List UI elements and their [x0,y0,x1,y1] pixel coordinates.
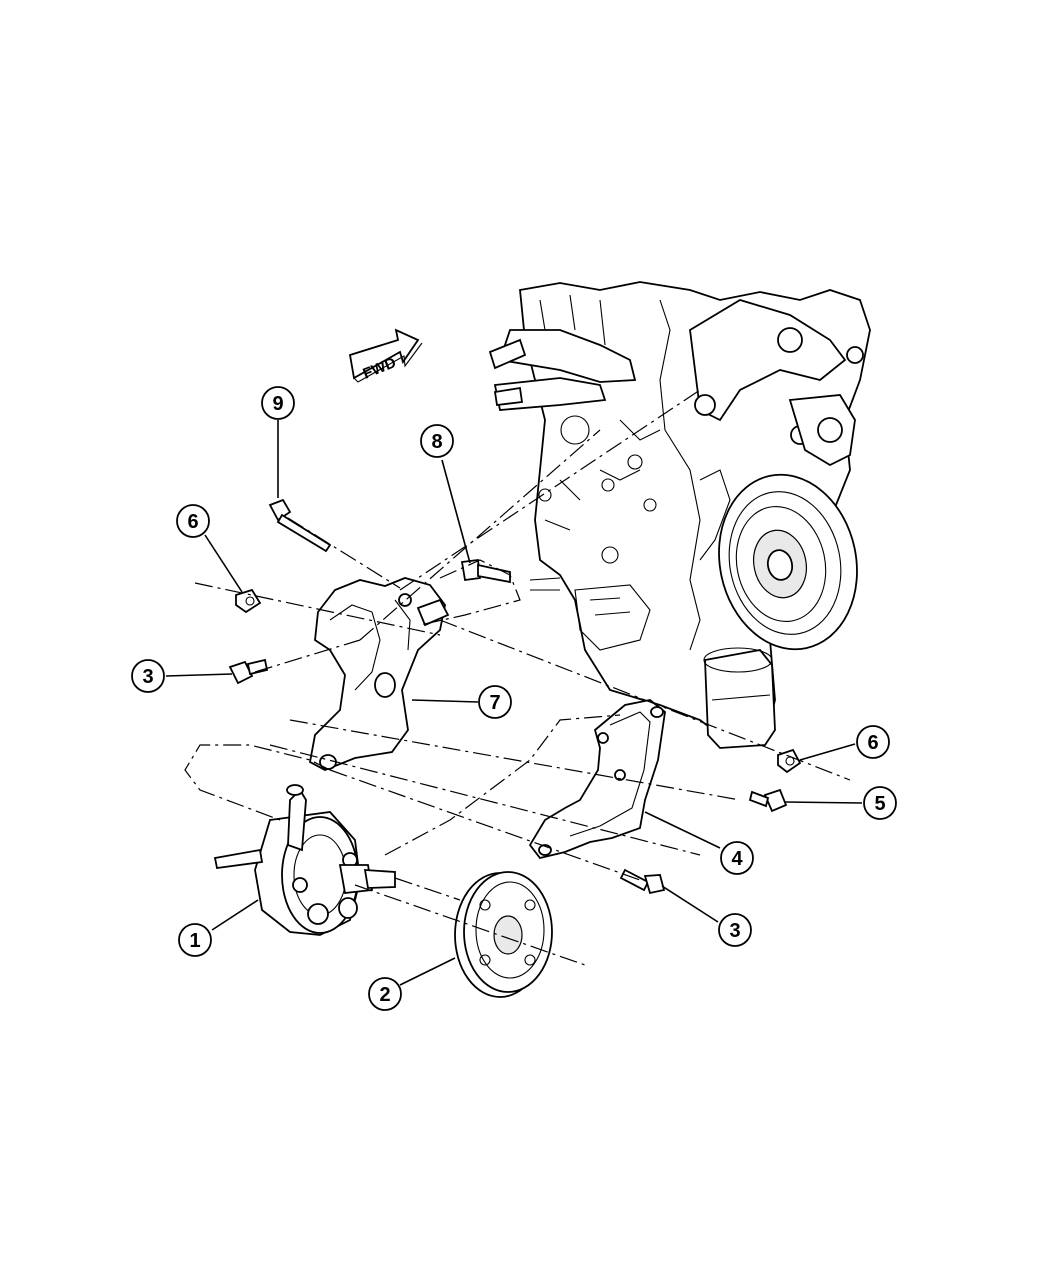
assembly-centerlines [184,389,851,966]
nut-6-left [235,588,262,614]
leader-lines [165,420,863,986]
callout-label: 9 [272,393,283,415]
callout-label: 1 [189,930,200,952]
mounting-bracket-7 [308,577,450,771]
callout-label: 6 [867,732,878,754]
bolt-3-right [619,868,666,895]
callout-6-left: 6 [176,504,210,538]
callout-1: 1 [178,923,212,957]
callout-label: 8 [431,431,442,453]
callout-6-right: 6 [856,725,890,759]
callout-9: 9 [261,386,295,420]
callout-label: 3 [142,666,153,688]
callout-label: 2 [379,984,390,1006]
bolt-3-left [228,658,269,685]
forward-direction-arrow: FWD [348,328,423,383]
bolt-5 [748,788,788,813]
bolt-9 [268,498,332,553]
callout-2: 2 [368,977,402,1011]
callout-8: 8 [420,424,454,458]
callout-4: 4 [720,841,754,875]
callout-label: 4 [731,848,743,870]
nut-6-right [777,748,802,774]
power-steering-pump-1 [213,784,396,936]
callout-3-right: 3 [718,913,752,947]
mounting-bracket-4 [528,699,666,860]
callout-3-left: 3 [131,659,165,693]
callout-label: 5 [874,793,885,815]
pulley-2 [454,871,553,998]
callout-label: 7 [489,692,500,714]
callout-7: 7 [478,685,512,719]
callout-label: 6 [187,511,198,533]
engine-block [488,281,871,749]
callout-5: 5 [863,786,897,820]
callout-label: 3 [729,920,740,942]
